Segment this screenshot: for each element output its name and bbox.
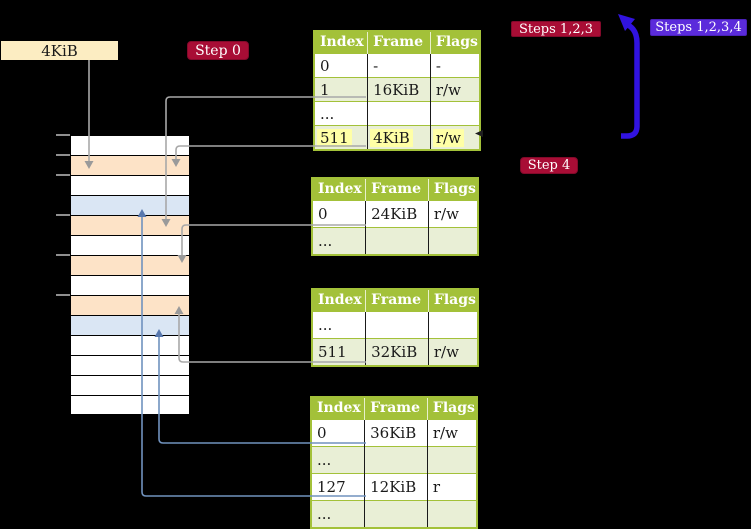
cell-frame: 12KiB bbox=[364, 473, 428, 501]
cell-flags bbox=[427, 311, 478, 339]
step-4-label-text: Step 4 bbox=[527, 158, 571, 173]
step-0-label: Step 0 bbox=[187, 41, 249, 60]
table-row: 511 32KiB r/w bbox=[312, 338, 478, 366]
memory-row bbox=[70, 195, 190, 215]
steps-1234-label-text: Steps 1,2,3,4 bbox=[655, 20, 742, 35]
memory-row bbox=[70, 235, 190, 255]
cell-flags: r/w bbox=[426, 419, 477, 447]
cell-flags bbox=[426, 500, 477, 528]
cell-frame bbox=[364, 500, 428, 528]
col-header-frame: Frame bbox=[364, 397, 428, 420]
cell-index: 1 bbox=[314, 77, 368, 102]
cell-index: 127 bbox=[311, 473, 365, 501]
cell-index: 0 bbox=[314, 53, 368, 78]
table-row: ... bbox=[314, 101, 480, 126]
table-header-row: Index Frame Flags bbox=[312, 178, 478, 201]
cell-flags bbox=[427, 227, 478, 255]
cell-index: 0 bbox=[311, 419, 365, 447]
table-row: ... bbox=[311, 446, 477, 474]
col-header-frame: Frame bbox=[367, 31, 431, 54]
page-table-3: Index Frame Flags ... 511 32KiB r/w bbox=[311, 288, 479, 367]
col-header-flags: Flags bbox=[427, 178, 478, 201]
memory-row bbox=[70, 215, 190, 235]
cell-index: ... bbox=[311, 500, 365, 528]
page-table-2: Index Frame Flags 0 24KiB r/w ... bbox=[311, 177, 479, 256]
col-header-index: Index bbox=[314, 31, 368, 54]
steps-123-label-text: Steps 1,2,3 bbox=[518, 21, 594, 37]
table-header-row: Index Frame Flags bbox=[311, 397, 477, 420]
memory-row bbox=[70, 255, 190, 275]
cell-frame: 16KiB bbox=[367, 77, 431, 102]
table-row: 127 12KiB r bbox=[311, 473, 477, 501]
steps-loop-arrow bbox=[618, 14, 640, 139]
cell-frame: 32KiB bbox=[365, 338, 429, 366]
memory-row bbox=[70, 395, 190, 415]
cell-frame: 4KiB bbox=[367, 125, 431, 150]
col-header-frame: Frame bbox=[365, 289, 429, 312]
memory-row bbox=[70, 175, 190, 195]
cell-frame bbox=[365, 227, 429, 255]
memory-row bbox=[70, 315, 190, 335]
cell-index: 0 bbox=[312, 200, 366, 228]
memory-row bbox=[70, 335, 190, 355]
cell-frame: 36KiB bbox=[364, 419, 428, 447]
table-row: 0 - - bbox=[314, 53, 480, 78]
steps-123-label: Steps 1,2,3 bbox=[511, 21, 601, 37]
table-row: 0 24KiB r/w bbox=[312, 200, 478, 228]
cell-frame: 24KiB bbox=[365, 200, 429, 228]
cell-flags: r bbox=[426, 473, 477, 501]
cell-frame: - bbox=[367, 53, 431, 78]
cell-index: ... bbox=[314, 101, 368, 126]
memory-row bbox=[70, 155, 190, 175]
cell-flags: r/w bbox=[429, 125, 480, 150]
col-header-flags: Flags bbox=[429, 31, 480, 54]
cell-frame bbox=[364, 446, 428, 474]
cell-flags: r/w bbox=[429, 77, 480, 102]
cell-index: 511 bbox=[312, 338, 366, 366]
highlighted-value: r/w bbox=[432, 128, 464, 147]
table-row: ... bbox=[311, 500, 477, 528]
col-header-index: Index bbox=[311, 397, 365, 420]
table-header-row: Index Frame Flags bbox=[312, 289, 478, 312]
steps-1234-label: Steps 1,2,3,4 bbox=[650, 19, 747, 36]
table-header-row: Index Frame Flags bbox=[314, 31, 480, 54]
table-row: 1 16KiB r/w bbox=[314, 77, 480, 102]
cell-index: ... bbox=[311, 446, 365, 474]
page-table-4: Index Frame Flags 0 36KiB r/w ... 127 12… bbox=[310, 396, 478, 529]
col-header-index: Index bbox=[312, 289, 366, 312]
page-size-label: 4KiB bbox=[1, 41, 118, 60]
col-header-flags: Flags bbox=[427, 289, 478, 312]
cell-flags: r/w bbox=[427, 200, 478, 228]
memory-row bbox=[70, 295, 190, 315]
col-header-flags: Flags bbox=[426, 397, 477, 420]
table-row: ... bbox=[312, 311, 478, 339]
memory-row bbox=[70, 135, 190, 155]
memory-address-ticks bbox=[56, 134, 70, 296]
table-row: 0 36KiB r/w bbox=[311, 419, 477, 447]
col-header-frame: Frame bbox=[365, 178, 429, 201]
physical-memory-stack bbox=[70, 135, 190, 415]
cell-index: ... bbox=[312, 227, 366, 255]
page-size-label-text: 4KiB bbox=[41, 41, 78, 60]
table-row-highlighted: 511 4KiB r/w bbox=[314, 125, 480, 150]
page-table-1: Index Frame Flags 0 - - 1 16KiB r/w ... … bbox=[313, 30, 481, 151]
col-header-index: Index bbox=[312, 178, 366, 201]
highlighted-value: 4KiB bbox=[370, 128, 413, 147]
cell-index: 511 bbox=[314, 125, 368, 150]
highlighted-value: 511 bbox=[317, 128, 352, 147]
cell-flags bbox=[426, 446, 477, 474]
cell-flags: r/w bbox=[427, 338, 478, 366]
step-4-label: Step 4 bbox=[520, 157, 578, 174]
memory-row bbox=[70, 275, 190, 295]
cell-frame bbox=[367, 101, 431, 126]
memory-row bbox=[70, 355, 190, 375]
step-0-label-text: Step 0 bbox=[195, 42, 241, 59]
cell-flags bbox=[429, 101, 480, 126]
cell-index: ... bbox=[312, 311, 366, 339]
cell-frame bbox=[365, 311, 429, 339]
memory-row bbox=[70, 375, 190, 395]
table-row: ... bbox=[312, 227, 478, 255]
cell-flags: - bbox=[429, 53, 480, 78]
